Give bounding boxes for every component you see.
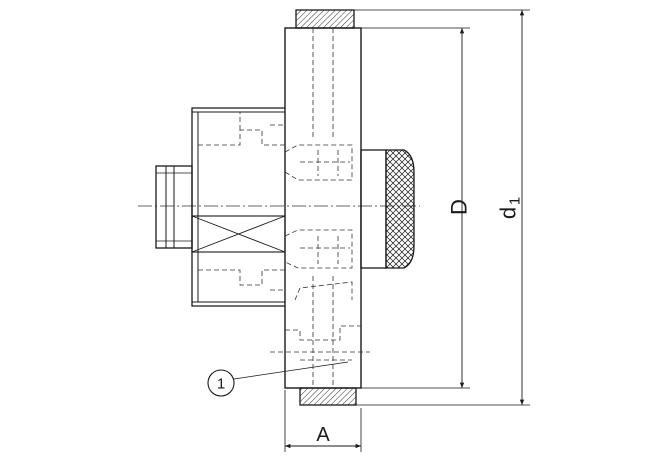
hidden-lines <box>198 28 370 388</box>
callout-1-circle <box>207 369 235 397</box>
dim-A-label: A <box>316 424 330 446</box>
knurled-knob <box>385 149 415 269</box>
callout-1-leader <box>233 361 349 380</box>
right-hub <box>360 149 387 269</box>
dim-d1-label-main: d <box>496 207 521 219</box>
top-ring-section <box>295 9 355 29</box>
dim-d1-label: d 1 <box>496 197 524 219</box>
callout-1-label: 1 <box>217 376 225 393</box>
dim-d1-label-sub: 1 <box>507 197 524 205</box>
dim-D-label: D <box>447 199 472 215</box>
main-disc <box>284 27 362 389</box>
cross-line-b <box>191 215 286 253</box>
bottom-ring-section <box>299 387 357 406</box>
left-housing <box>191 107 285 307</box>
